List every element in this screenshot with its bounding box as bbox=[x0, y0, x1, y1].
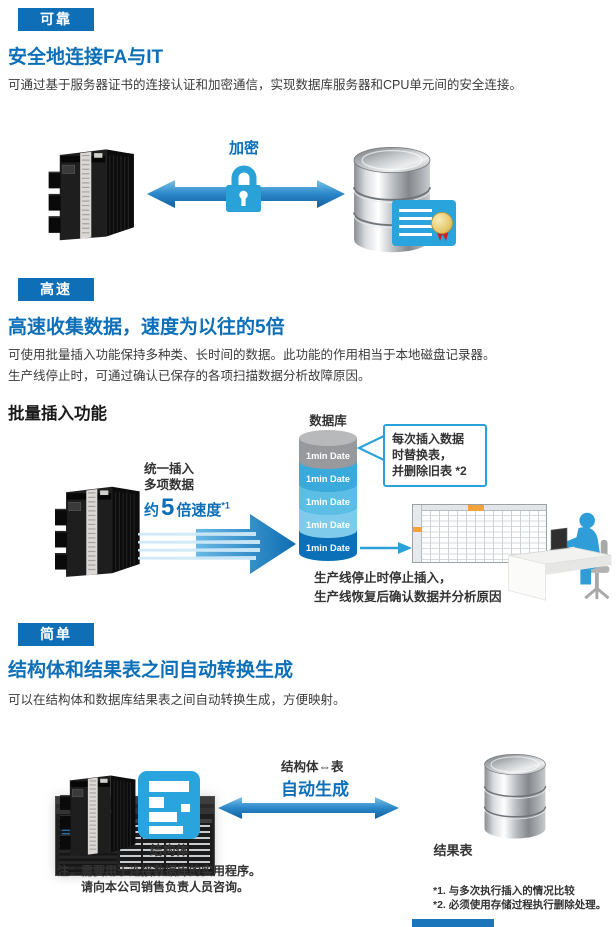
auto-generate-arrow bbox=[216, 794, 401, 822]
plc-device-icon bbox=[48, 142, 142, 244]
structure-icon bbox=[138, 771, 200, 839]
insert-label-line2: 多项数据 bbox=[144, 478, 195, 493]
map-label-2: 自动生成 bbox=[281, 780, 349, 799]
result-table-label: 结果表 bbox=[433, 843, 473, 858]
db-band-label: 1min Date bbox=[306, 474, 350, 484]
badge-reliable: 可靠 bbox=[18, 8, 94, 31]
body-simple: 可以在结构体和数据库结果表之间自动转换生成，方便映射。 bbox=[8, 693, 346, 707]
body-fast-1: 可使用批量插入功能保持多种类、长时间的数据。此功能的作用相当于本地磁盘记录器。 bbox=[8, 348, 496, 362]
spreadsheet bbox=[412, 504, 547, 563]
db-label: 数据库 bbox=[309, 414, 347, 428]
structure-label: 结构体 bbox=[149, 843, 189, 858]
highlight-cell bbox=[413, 527, 422, 532]
insert-label-line1: 统一插入 bbox=[144, 462, 195, 476]
utility-note-2: 请向本公司销售负责人员咨询。 bbox=[81, 880, 250, 894]
spreadsheet-row-header bbox=[413, 505, 422, 562]
callout-line1: 每次插入数据 bbox=[392, 432, 465, 446]
encrypt-label: 加密 bbox=[228, 140, 259, 157]
database-icon bbox=[478, 750, 552, 840]
stop-note-1: 生产线停止时停止插入， bbox=[314, 571, 452, 585]
db-band-label: 1min Date bbox=[306, 543, 350, 553]
lock-icon bbox=[221, 158, 266, 216]
plc-device-icon bbox=[55, 478, 147, 582]
db-band-label: 1min Date bbox=[306, 451, 350, 461]
callout-tail bbox=[357, 433, 386, 463]
heading-reliable: 安全地连接FA与IT bbox=[8, 47, 164, 68]
body-reliable: 可通过基于服务器证书的连接认证和加密通信，实现数据库服务器和CPU单元间的安全连… bbox=[8, 78, 522, 92]
certificate-icon bbox=[392, 200, 456, 246]
db-band-label: 1min Date bbox=[306, 520, 350, 530]
db-cylinder-icon: 1min Date 1min Date 1min Date 1min Date … bbox=[297, 429, 359, 562]
footnote-2: *2. 必须使用存储过程执行删除处理。 bbox=[433, 899, 607, 911]
badge-fast: 高速 bbox=[18, 278, 94, 301]
highlight-cell bbox=[468, 505, 484, 511]
map-label-1: 结构体⇔表 bbox=[281, 760, 344, 774]
insert-arrow bbox=[138, 512, 298, 576]
batch-insert-title: 批量插入功能 bbox=[8, 405, 107, 423]
body-fast-2: 生产线停止时，可通过确认已保存的各项扫描数据分析故障原因。 bbox=[8, 369, 371, 383]
stop-note-2: 生产线恢复后确认数据并分析原因 bbox=[314, 590, 502, 604]
db-band-label: 1min Date bbox=[306, 497, 350, 507]
speed-number: 5 bbox=[161, 494, 175, 521]
result-table-icon bbox=[412, 919, 494, 927]
callout-line2: 时替换表， bbox=[392, 448, 453, 463]
speed-suffix: 倍速度 bbox=[176, 502, 222, 519]
callout-box: 每次插入数据 时替换表， 并删除旧表 *2 bbox=[383, 424, 487, 487]
heading-simple: 结构体和结果表之间自动转换生成 bbox=[8, 660, 294, 681]
badge-simple: 简单 bbox=[18, 623, 94, 646]
footnote-1: *1. 与多次执行插入的情况比较 bbox=[433, 885, 575, 897]
person-at-desk-icon bbox=[505, 505, 615, 602]
heading-fast: 高速收集数据，速度为以往的5倍 bbox=[8, 317, 285, 338]
plc-device-icon bbox=[60, 768, 142, 860]
utility-note-1: 注：需要用于连接数据库的实用程序。 bbox=[57, 864, 262, 878]
to-sheet-arrow bbox=[360, 540, 412, 556]
result-table-header bbox=[413, 920, 493, 927]
speed-prefix: 约 bbox=[144, 502, 160, 519]
speed-footnote: *1 bbox=[221, 500, 230, 511]
callout-line3: 并删除旧表 *2 bbox=[392, 464, 467, 479]
insert-label: 统一插入 多项数据 bbox=[144, 461, 194, 494]
